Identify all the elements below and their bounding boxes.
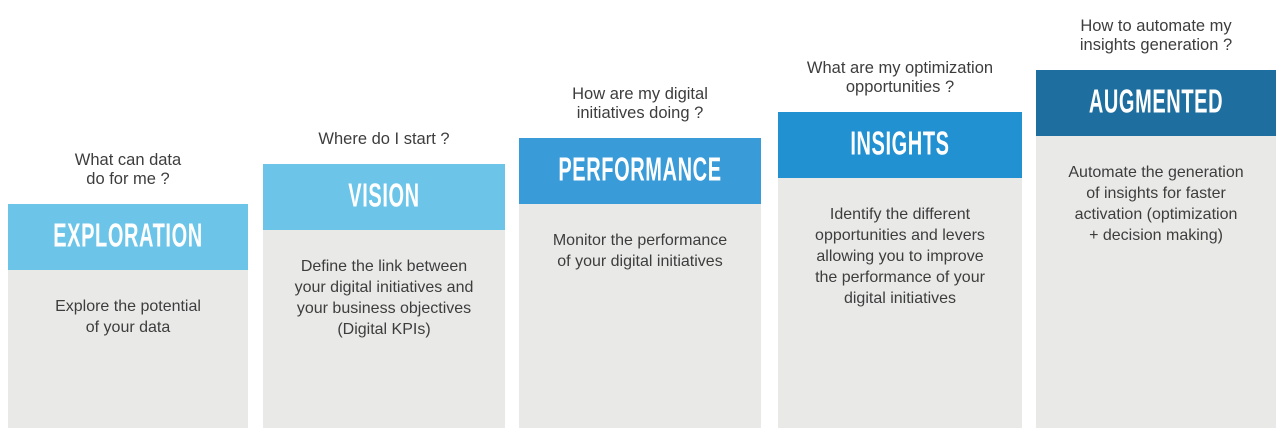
stage-header: PERFORMANCE <box>519 138 761 204</box>
stage-column-exploration: What can data do for me ? EXPLORATION Ex… <box>8 151 248 428</box>
stage-title: VISION <box>348 178 420 215</box>
stage-header: INSIGHTS <box>778 112 1022 178</box>
stage-description: Identify the different opportunities and… <box>778 178 1022 428</box>
stage-column-augmented: How to automate my insights generation ?… <box>1036 17 1276 428</box>
stage-description: Define the link between your digital ini… <box>263 230 505 428</box>
stage-title: PERFORMANCE <box>558 152 722 189</box>
stage-header: VISION <box>263 164 505 230</box>
stage-question: Where do I start ? <box>318 130 450 148</box>
stage-header: AUGMENTED <box>1036 70 1276 136</box>
stage-question: How are my digital initiatives doing ? <box>572 85 708 122</box>
stage-description: Automate the generation of insights for … <box>1036 136 1276 428</box>
stage-question: How to automate my insights generation ? <box>1079 17 1233 54</box>
stage-question: What are my optimization opportunities ? <box>806 59 994 96</box>
stage-column-performance: How are my digital initiatives doing ? P… <box>519 85 761 428</box>
stage-column-vision: Where do I start ? VISION Define the lin… <box>263 130 505 428</box>
stage-title: AUGMENTED <box>1088 84 1224 121</box>
stage-title: EXPLORATION <box>53 218 203 255</box>
stage-title: INSIGHTS <box>850 126 950 163</box>
stage-description: Explore the potential of your data <box>8 270 248 428</box>
stage-column-insights: What are my optimization opportunities ?… <box>778 59 1022 428</box>
stage-description: Monitor the performance of your digital … <box>519 204 761 428</box>
stage-question: What can data do for me ? <box>74 151 182 188</box>
stage-header: EXPLORATION <box>8 204 248 270</box>
